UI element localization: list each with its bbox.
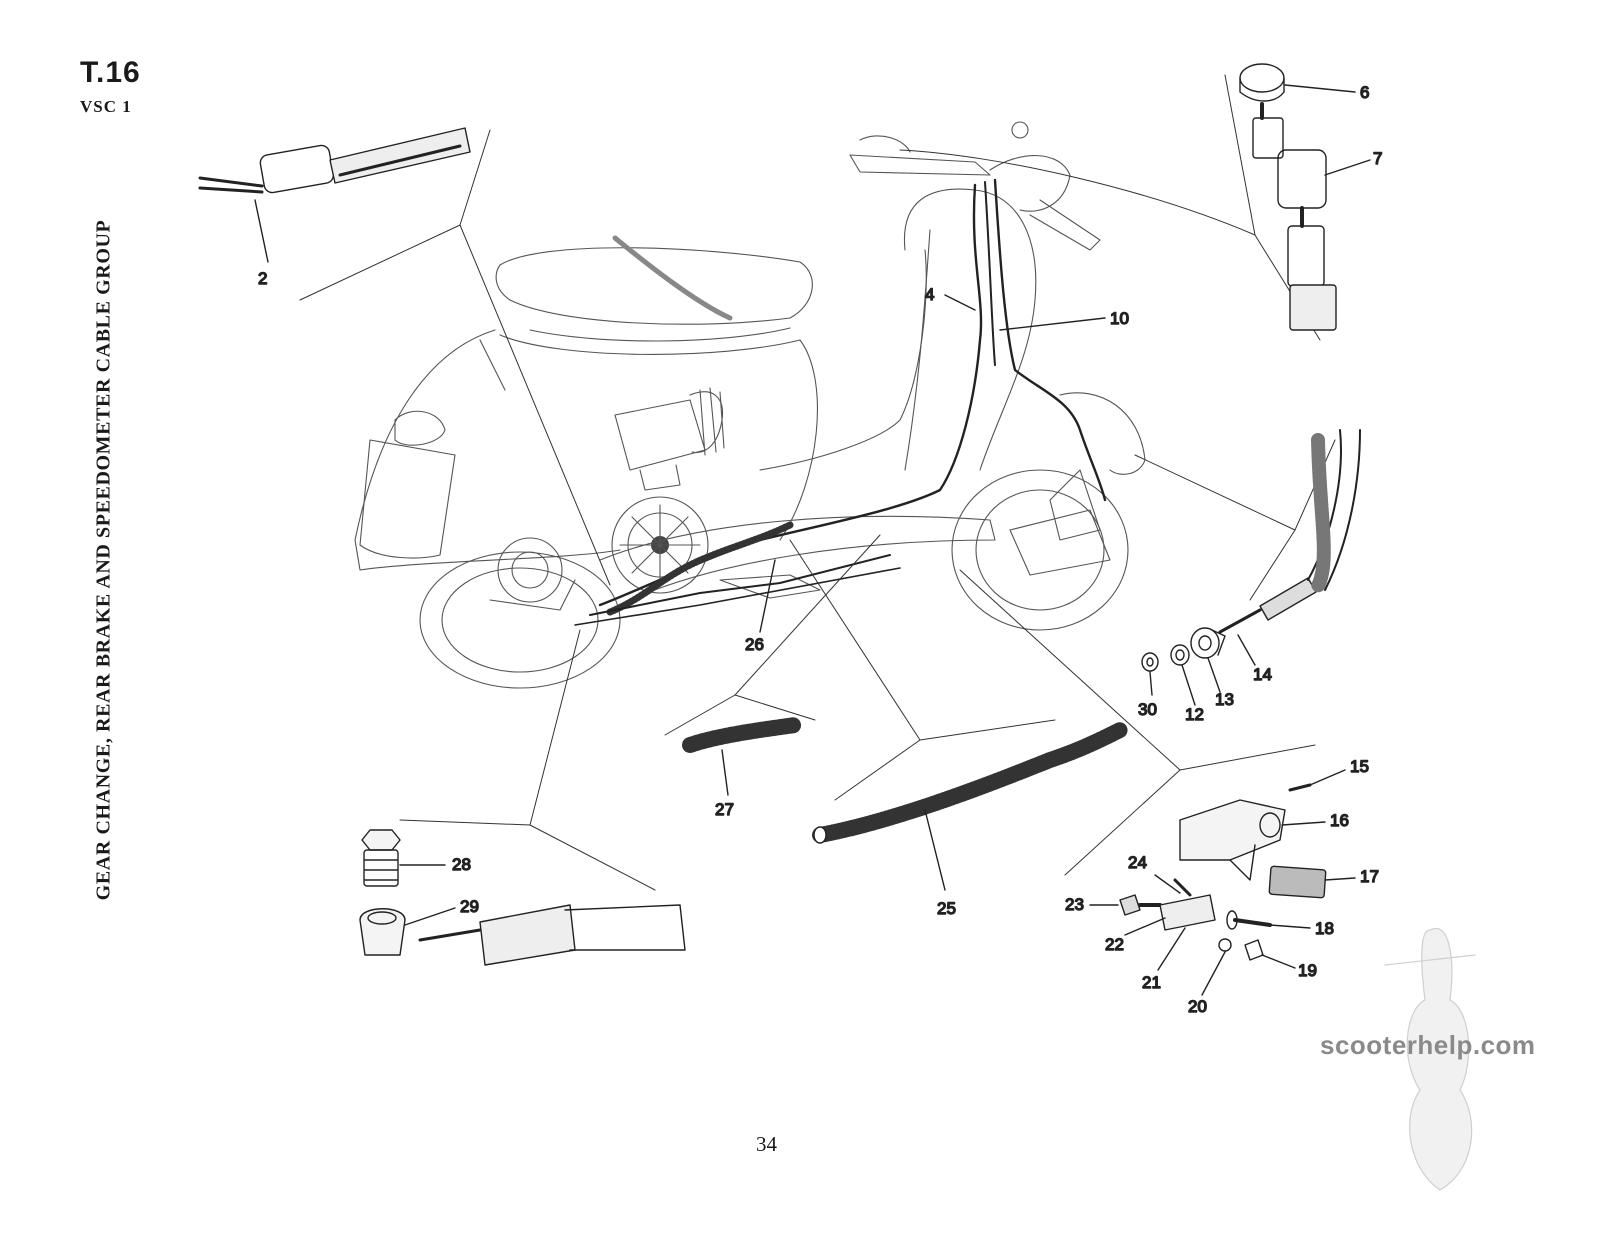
callout-labels: 2 4 6 7 10 12 13 14 15 16 17 18 19 20 21… bbox=[254, 82, 1383, 1017]
svg-text:21: 21 bbox=[1142, 973, 1161, 992]
callout-24: 24 bbox=[1127, 852, 1181, 894]
svg-text:20: 20 bbox=[1188, 997, 1207, 1016]
callout-10: 10 bbox=[999, 308, 1130, 331]
watermark-text: scooterhelp.com bbox=[1320, 1030, 1536, 1060]
part-cable-nipple-6-7 bbox=[1239, 63, 1337, 331]
part-adjuster-28-29 bbox=[359, 829, 686, 966]
svg-text:4: 4 bbox=[925, 285, 934, 304]
svg-text:17: 17 bbox=[1360, 867, 1379, 886]
part-linkage-18-24 bbox=[1119, 878, 1272, 961]
callout-18: 18 bbox=[1269, 918, 1335, 939]
svg-text:25: 25 bbox=[937, 899, 956, 918]
part-cable-end-2 bbox=[198, 127, 471, 194]
svg-text:26: 26 bbox=[745, 635, 764, 654]
scooter-illustration bbox=[354, 121, 1146, 689]
svg-text:30: 30 bbox=[1138, 700, 1157, 719]
part-sleeve-25 bbox=[812, 722, 1128, 844]
callout-16: 16 bbox=[1281, 810, 1350, 831]
part-pedal-16-17 bbox=[1179, 783, 1327, 899]
svg-text:29: 29 bbox=[460, 897, 479, 916]
callout-23: 23 bbox=[1064, 894, 1119, 915]
svg-text:23: 23 bbox=[1065, 895, 1084, 914]
svg-text:19: 19 bbox=[1298, 961, 1317, 980]
svg-text:27: 27 bbox=[715, 800, 734, 819]
callout-20: 20 bbox=[1187, 951, 1226, 1017]
svg-text:18: 18 bbox=[1315, 919, 1334, 938]
svg-text:28: 28 bbox=[452, 855, 471, 874]
svg-text:6: 6 bbox=[1360, 83, 1369, 102]
callout-13: 13 bbox=[1207, 657, 1235, 710]
svg-text:12: 12 bbox=[1185, 705, 1204, 724]
callout-15: 15 bbox=[1309, 756, 1370, 786]
callout-27: 27 bbox=[714, 749, 735, 820]
callout-30: 30 bbox=[1137, 671, 1158, 720]
leader-lines bbox=[299, 74, 1336, 891]
plate-code: T.16 bbox=[80, 56, 141, 89]
page-number: 34 bbox=[756, 1132, 777, 1156]
callout-17: 17 bbox=[1324, 866, 1380, 887]
callout-29: 29 bbox=[404, 896, 480, 926]
svg-text:16: 16 bbox=[1330, 811, 1349, 830]
callout-2: 2 bbox=[254, 199, 269, 289]
watermark-scooter-logo bbox=[1384, 927, 1476, 1191]
callout-26: 26 bbox=[744, 559, 776, 655]
svg-text:24: 24 bbox=[1128, 853, 1147, 872]
svg-text:2: 2 bbox=[258, 269, 267, 288]
part-washers-12-13-30 bbox=[1141, 627, 1226, 672]
part-sleeve-27 bbox=[682, 717, 803, 753]
callout-25: 25 bbox=[924, 809, 957, 919]
svg-text:7: 7 bbox=[1373, 149, 1382, 168]
callout-14: 14 bbox=[1237, 634, 1273, 685]
callout-7: 7 bbox=[1324, 148, 1383, 176]
callout-12: 12 bbox=[1181, 664, 1205, 725]
callout-19: 19 bbox=[1261, 954, 1318, 981]
callout-28: 28 bbox=[399, 854, 472, 875]
svg-text:22: 22 bbox=[1105, 935, 1124, 954]
callout-6: 6 bbox=[1284, 82, 1370, 103]
model-code: VSC 1 bbox=[80, 97, 132, 116]
part-speedo-cable-14 bbox=[1218, 429, 1361, 634]
callout-22: 22 bbox=[1104, 917, 1166, 955]
svg-text:15: 15 bbox=[1350, 757, 1369, 776]
callout-4: 4 bbox=[924, 284, 976, 311]
svg-text:14: 14 bbox=[1253, 665, 1272, 684]
svg-text:10: 10 bbox=[1110, 309, 1129, 328]
svg-text:13: 13 bbox=[1215, 690, 1234, 709]
callout-21: 21 bbox=[1141, 927, 1186, 993]
